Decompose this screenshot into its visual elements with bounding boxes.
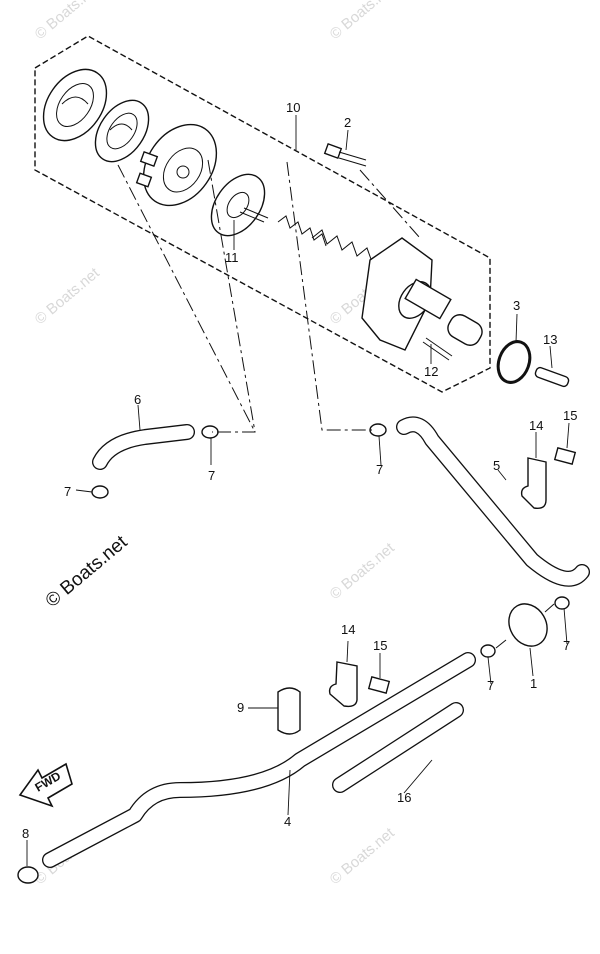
- watermark: © Boats.net: [327, 824, 399, 888]
- hoses: [42, 416, 590, 868]
- o-ring: [496, 340, 532, 384]
- callout-7: 7: [376, 462, 383, 477]
- callout-4: 4: [284, 814, 291, 829]
- hose-clamps: [17, 423, 570, 884]
- callout-6: 6: [134, 392, 141, 407]
- callout-10: 10: [286, 100, 300, 115]
- watermarks: © Boats.net © Boats.net © Boats.net © Bo…: [32, 0, 399, 888]
- callout-1: 1: [530, 676, 537, 691]
- callout-7: 7: [487, 678, 494, 693]
- callout-15: 15: [373, 638, 387, 653]
- callout-7: 7: [64, 484, 71, 499]
- callout-11: 11: [225, 250, 239, 265]
- callout-14: 14: [529, 418, 543, 433]
- copyright-text: © Boats.net: [42, 531, 132, 612]
- callout-15: 15: [563, 408, 577, 423]
- pump-parts: [42, 68, 483, 361]
- callout-16: 16: [397, 790, 411, 805]
- callout-12: 12: [424, 364, 438, 379]
- callouts: 1 2 3 4 5 6 7 7 7 7 7 8 9 10 11 12 13 14…: [22, 100, 577, 841]
- brackets: [277, 447, 577, 735]
- callout-3: 3: [513, 298, 520, 313]
- callout-13: 13: [543, 332, 557, 347]
- leader-lines: [26, 115, 570, 866]
- pin: [534, 366, 570, 388]
- watermark: © Boats.net: [327, 539, 399, 603]
- callout-2: 2: [344, 115, 351, 130]
- fuel-filter: [495, 603, 555, 649]
- callout-9: 9: [237, 700, 244, 715]
- pump-assembly-box: [34, 35, 491, 393]
- fwd-arrow: FWD: [18, 762, 73, 808]
- watermark: © Boats.net: [32, 264, 104, 328]
- callout-7: 7: [563, 638, 570, 653]
- callout-5: 5: [493, 458, 500, 473]
- callout-8: 8: [22, 826, 29, 841]
- callout-14: 14: [341, 622, 355, 637]
- callout-7: 7: [208, 468, 215, 483]
- watermark: © Boats.net: [32, 0, 104, 43]
- watermark: © Boats.net: [327, 0, 399, 43]
